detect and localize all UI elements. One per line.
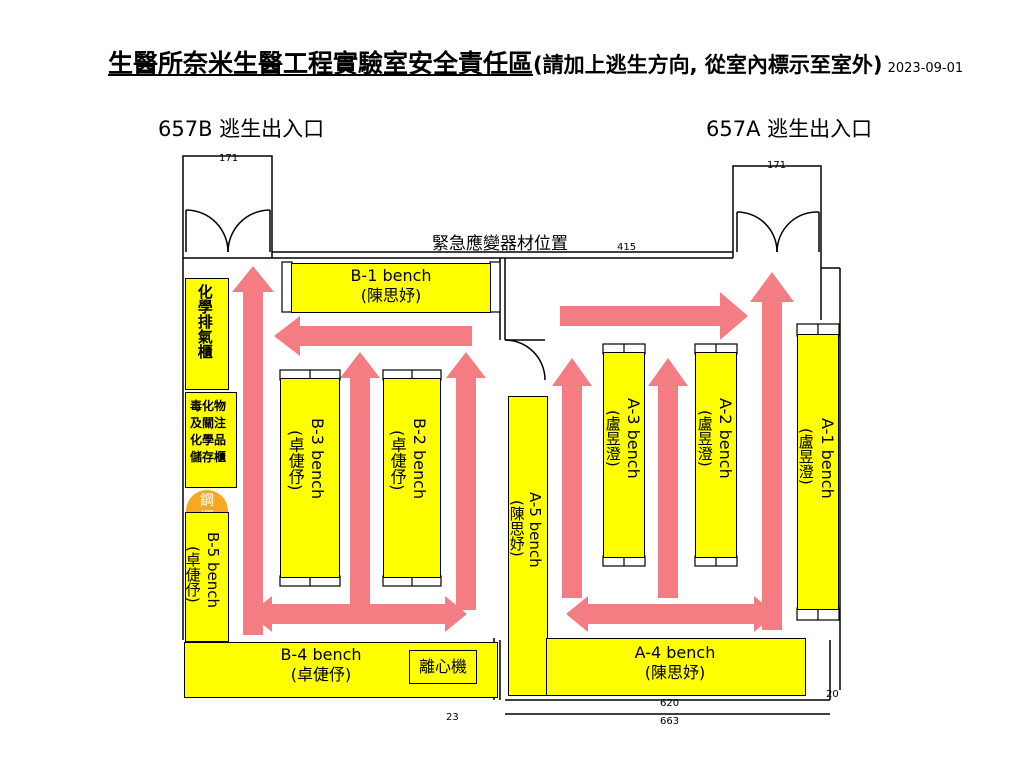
walls <box>182 155 841 715</box>
bench-a3-name: A-3 bench <box>623 398 643 479</box>
bench-a1-name: A-1 bench <box>817 418 837 499</box>
dim-wall-top: 415 <box>617 242 637 253</box>
bench-b1-person: (陳思妤) <box>360 286 422 305</box>
bench-b4-person: (卓倢伃) <box>290 665 352 684</box>
bench-b2-name: B-2 bench <box>409 418 429 500</box>
fume-hood-label: 化學排氣櫃 <box>195 284 214 359</box>
title-main: 生醫所奈米生醫工程實驗室安全責任區 <box>108 49 534 78</box>
bench-b5 <box>185 512 229 642</box>
toxic-storage-cabinet <box>185 392 237 488</box>
arrow-up-left-main <box>232 266 274 635</box>
arrow-left-b1 <box>274 316 472 356</box>
title-sub: (請加上逃生方向, 從室內標示至室外) <box>533 53 883 77</box>
bench-a4 <box>546 638 806 696</box>
arrow-up-b3-b2 <box>340 352 380 608</box>
arrow-up-a3 <box>552 358 592 598</box>
bench-a3 <box>603 352 645 558</box>
bench-b3-person: (卓倢伃) <box>285 430 305 491</box>
bench-a2-name: A-2 bench <box>715 398 735 479</box>
bench-a4-label: A-4 bench (陳思妤) <box>600 643 750 683</box>
dim-bottom-left: 23 <box>446 712 459 723</box>
arrow-up-a3-a2 <box>648 358 688 598</box>
arrow-horizontal-left-room <box>250 596 467 632</box>
bench-b3-name: B-3 bench <box>307 418 327 500</box>
arrow-up-b2 <box>446 352 486 610</box>
bench-a5-name: A-5 bench <box>525 492 544 568</box>
dim-corner: 20 <box>826 689 839 700</box>
bench-caps <box>279 261 840 621</box>
bench-a5-person: (陳思妤) <box>507 500 526 557</box>
bench-a1-person: (盧昱澄) <box>796 428 815 485</box>
bench-b2 <box>383 378 441 578</box>
dim-bottom-b: 663 <box>660 716 680 727</box>
centrifuge: 離心機 <box>409 650 477 684</box>
toxic-storage-label: 毒化物及關注化學品儲存櫃 <box>190 399 227 464</box>
exit-label-657a: 657A 逃生出入口 <box>706 117 873 141</box>
bench-b1-name: B-1 bench <box>350 266 432 285</box>
bench-b4-label: B-4 bench (卓倢伃) <box>246 645 396 685</box>
arrow-up-right-main <box>750 272 794 630</box>
arrow-horizontal-right-room <box>566 596 776 632</box>
bench-b5-name: B-5 bench <box>203 532 222 609</box>
bench-b4-name: B-4 bench <box>280 645 362 664</box>
dim-door-right: 171 <box>767 160 787 171</box>
bench-b4 <box>184 642 498 698</box>
bench-a5 <box>508 396 548 696</box>
bench-a1 <box>797 334 839 610</box>
bench-a2 <box>695 352 737 558</box>
dim-bottom-a: 620 <box>660 698 680 709</box>
bench-b1 <box>291 263 491 313</box>
fume-hood <box>185 278 229 390</box>
bench-a2-person: (盧昱澄) <box>695 410 714 467</box>
bench-a3-person: (盧昱澄) <box>603 410 622 467</box>
bench-b2-person: (卓倢伃) <box>387 430 407 491</box>
exit-label-657b: 657B 逃生出入口 <box>158 117 325 141</box>
title-date: 2023-09-01 <box>887 61 964 76</box>
emergency-equipment-label: 緊急應變器材位置 <box>432 234 568 254</box>
bench-a4-name: A-4 bench <box>634 643 716 662</box>
bench-b5-person: (卓倢伃) <box>183 546 202 603</box>
bench-b1-label: B-1 bench (陳思妤) <box>291 266 491 306</box>
bench-b3 <box>280 378 340 578</box>
evacuation-arrows <box>232 266 794 635</box>
arrow-right-top <box>560 292 748 340</box>
page-title: 生醫所奈米生醫工程實驗室安全責任區(請加上逃生方向, 從室內標示至室外) 202… <box>108 44 963 80</box>
dim-door-left: 171 <box>219 153 239 164</box>
bench-a4-person: (陳思妤) <box>644 663 706 682</box>
